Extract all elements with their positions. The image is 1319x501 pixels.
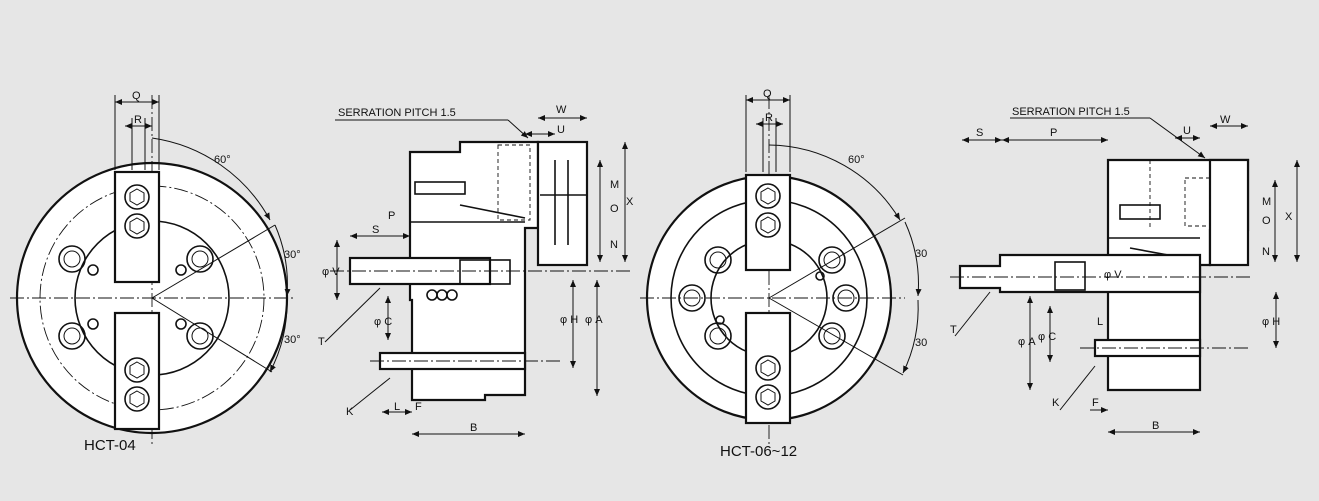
svg-text:S: S <box>976 127 983 139</box>
dim-q-r: Q R <box>114 90 160 170</box>
svg-text:SERRATION PITCH 1.5: SERRATION PITCH 1.5 <box>1012 106 1130 118</box>
dim-q-r: Q R <box>745 88 791 172</box>
svg-text:X: X <box>626 196 634 208</box>
svg-text:W: W <box>1220 114 1231 126</box>
dim-q-label: Q <box>132 90 141 102</box>
hct04-caption: HCT-04 <box>84 437 136 454</box>
svg-text:N: N <box>610 239 618 251</box>
svg-text:P: P <box>1050 127 1057 139</box>
svg-text:P: P <box>388 210 395 222</box>
svg-text:O: O <box>1262 215 1271 227</box>
upper-jaw <box>113 170 161 284</box>
svg-text:M: M <box>1262 196 1271 208</box>
side-shaft <box>958 253 1202 294</box>
svg-text:N: N <box>1262 246 1270 258</box>
lower-jaw <box>744 311 792 425</box>
side-dims-04: SERRATION PITCH 1.5 W U M O X N P S φ V … <box>318 104 634 437</box>
svg-text:F: F <box>1092 397 1099 409</box>
svg-text:X: X <box>1285 211 1293 223</box>
jaw-bolts <box>755 183 781 410</box>
hct06-caption: HCT-06~12 <box>720 443 797 460</box>
svg-text:30: 30 <box>915 248 927 260</box>
svg-text:Q: Q <box>763 88 772 100</box>
svg-text:φ H: φ H <box>560 314 578 326</box>
svg-text:B: B <box>1152 420 1159 432</box>
body-bolts <box>678 246 860 350</box>
angle-30-lower: 30° <box>284 334 301 346</box>
svg-text:T: T <box>950 324 957 336</box>
svg-text:S: S <box>372 224 379 236</box>
hct04-front-view: Q R 60° 30° 30° HCT-04 <box>10 90 301 454</box>
hct04-side-view: SERRATION PITCH 1.5 W U M O X N P S φ V … <box>318 104 634 437</box>
angle-marks: 60° 30 30 <box>768 144 927 376</box>
svg-text:K: K <box>1052 397 1060 409</box>
svg-text:φ A: φ A <box>1018 336 1036 348</box>
angle-60: 60° <box>214 154 231 166</box>
svg-text:φ H: φ H <box>1262 316 1280 328</box>
side-dims-06: SERRATION PITCH 1.5 W U S P M O X N φ V … <box>950 106 1300 435</box>
svg-text:U: U <box>557 124 565 136</box>
svg-text:U: U <box>1183 125 1191 137</box>
upper-jaw <box>744 173 792 272</box>
hct06-side-view: SERRATION PITCH 1.5 W U S P M O X N φ V … <box>950 106 1300 435</box>
svg-text:O: O <box>610 203 619 215</box>
body-bolts <box>58 245 214 350</box>
svg-text:60°: 60° <box>848 154 865 166</box>
side-jaw <box>536 140 589 267</box>
svg-text:L: L <box>394 401 400 413</box>
lower-jaw <box>113 311 161 431</box>
svg-text:φ C: φ C <box>1038 331 1056 343</box>
svg-text:L: L <box>1097 316 1103 328</box>
svg-text:φ V: φ V <box>322 266 340 278</box>
svg-text:T: T <box>318 336 325 348</box>
svg-text:W: W <box>556 104 567 116</box>
dim-r-label: R <box>134 114 142 126</box>
serration-label: SERRATION PITCH 1.5 <box>338 107 456 119</box>
hct06-front-view: Q R 60° 30 30 HCT-06~12 <box>640 88 927 460</box>
svg-text:K: K <box>346 406 354 418</box>
svg-text:30: 30 <box>915 337 927 349</box>
svg-text:φ A: φ A <box>585 314 603 326</box>
svg-text:B: B <box>470 422 477 434</box>
angle-marks: 60° 30° 30° <box>151 137 301 373</box>
svg-text:M: M <box>610 179 619 191</box>
side-jaw <box>1208 158 1250 267</box>
angle-30-upper: 30° <box>284 249 301 261</box>
svg-text:φ C: φ C <box>374 316 392 328</box>
jaw-bolts <box>124 184 150 412</box>
svg-text:R: R <box>765 112 773 124</box>
svg-text:φ V: φ V <box>1104 269 1122 281</box>
svg-text:F: F <box>415 401 422 413</box>
